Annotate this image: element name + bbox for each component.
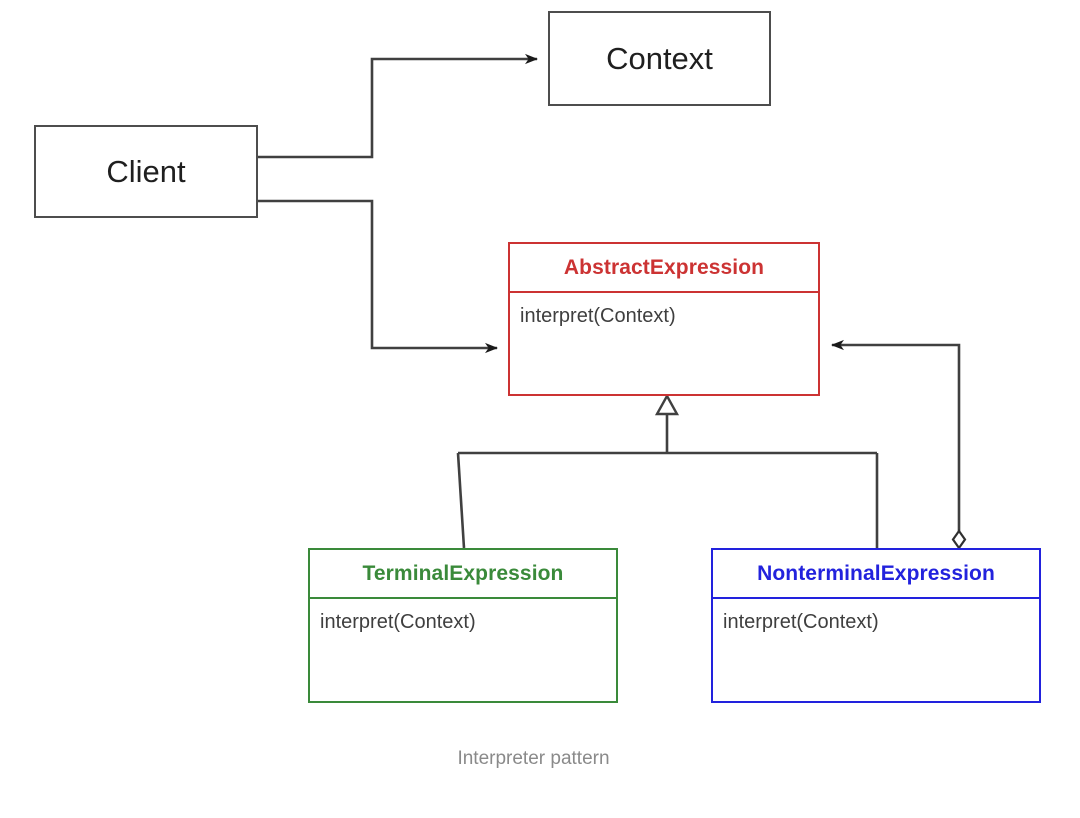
- compartment-divider: [510, 291, 818, 293]
- edge-nonterminal-aggregates-abstract: [831, 339, 967, 550]
- operation-abstract-expression-interpret: interpret(Context): [520, 305, 676, 327]
- class-box-context[interactable]: Context: [548, 11, 771, 106]
- compartment-divider: [310, 597, 616, 599]
- edge-client-to-context: [258, 53, 538, 159]
- class-box-nonterminal-expression[interactable]: NonterminalExpression interpret(Context): [711, 548, 1041, 703]
- class-box-client[interactable]: Client: [34, 125, 258, 218]
- compartment-divider: [713, 597, 1039, 599]
- class-box-terminal-expression[interactable]: TerminalExpression interpret(Context): [308, 548, 618, 703]
- edge-client-to-abstract-expression: [258, 199, 498, 354]
- class-name-client: Client: [106, 153, 186, 189]
- class-name-terminal-expression: TerminalExpression: [362, 562, 564, 585]
- class-name-abstract-expression: AbstractExpression: [563, 256, 765, 279]
- class-box-abstract-expression[interactable]: AbstractExpression interpret(Context): [508, 242, 820, 396]
- edge-generalization-tree: [456, 393, 879, 549]
- class-name-nonterminal-expression: NonterminalExpression: [757, 562, 995, 585]
- operation-nonterminal-expression-interpret: interpret(Context): [723, 611, 879, 633]
- operation-terminal-expression-interpret: interpret(Context): [320, 611, 476, 633]
- diagram-caption: Interpreter pattern: [457, 748, 610, 769]
- class-name-context: Context: [606, 40, 713, 76]
